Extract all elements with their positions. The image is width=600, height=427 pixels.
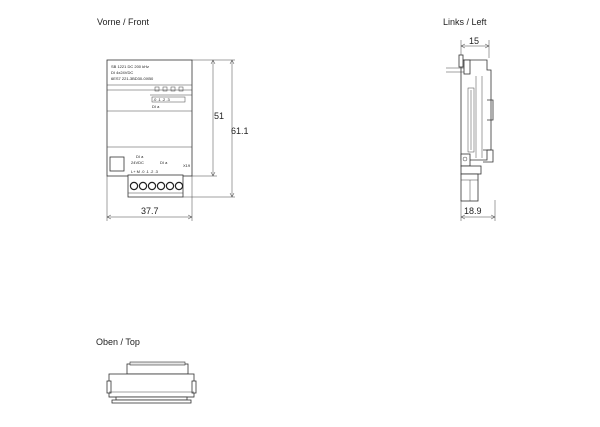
led-row bbox=[154, 86, 184, 92]
front-dim-height-inner: 51 bbox=[214, 111, 224, 121]
left-view: 15 18.9 bbox=[446, 36, 496, 221]
left-dim-bottom: 18.9 bbox=[464, 206, 482, 216]
front-io-label: DI a bbox=[152, 104, 160, 109]
left-dim-top: 15 bbox=[469, 36, 479, 46]
front-connector-voltage: 24VDC bbox=[131, 160, 144, 165]
front-io-numbers: .0 .1 .2 .3 bbox=[153, 97, 170, 102]
top-view-title: Oben / Top bbox=[96, 337, 140, 347]
front-label-line-1: SB 1221 DC 200 kHz bbox=[111, 64, 149, 69]
front-view-title: Vorne / Front bbox=[97, 17, 150, 27]
front-connector-label-a: DI a bbox=[136, 154, 144, 159]
front-dim-width: 37.7 bbox=[141, 206, 159, 216]
terminal-screws bbox=[129, 181, 184, 191]
top-body bbox=[108, 373, 195, 398]
front-label-line-2: DI 4x24VDC bbox=[111, 70, 133, 75]
top-view bbox=[106, 361, 197, 404]
front-xn-label: X19 bbox=[183, 163, 191, 168]
front-connector-pins: L+ M .0 .1 .2 .3 bbox=[131, 169, 159, 174]
front-small-square bbox=[109, 156, 125, 172]
front-label-line-3: 6ES7 221-3BD30-0XB0 bbox=[111, 76, 154, 81]
front-dim-horizontal bbox=[106, 176, 193, 221]
left-view-title: Links / Left bbox=[443, 17, 487, 27]
front-dim-height-total: 61.1 bbox=[231, 126, 249, 136]
front-dim-vertical bbox=[183, 59, 235, 198]
front-connector-di: DI a bbox=[160, 160, 168, 165]
left-connector bbox=[460, 173, 479, 202]
front-view: SB 1221 DC 200 kHz DI 4x24VDC 6ES7 221-3… bbox=[106, 59, 249, 221]
